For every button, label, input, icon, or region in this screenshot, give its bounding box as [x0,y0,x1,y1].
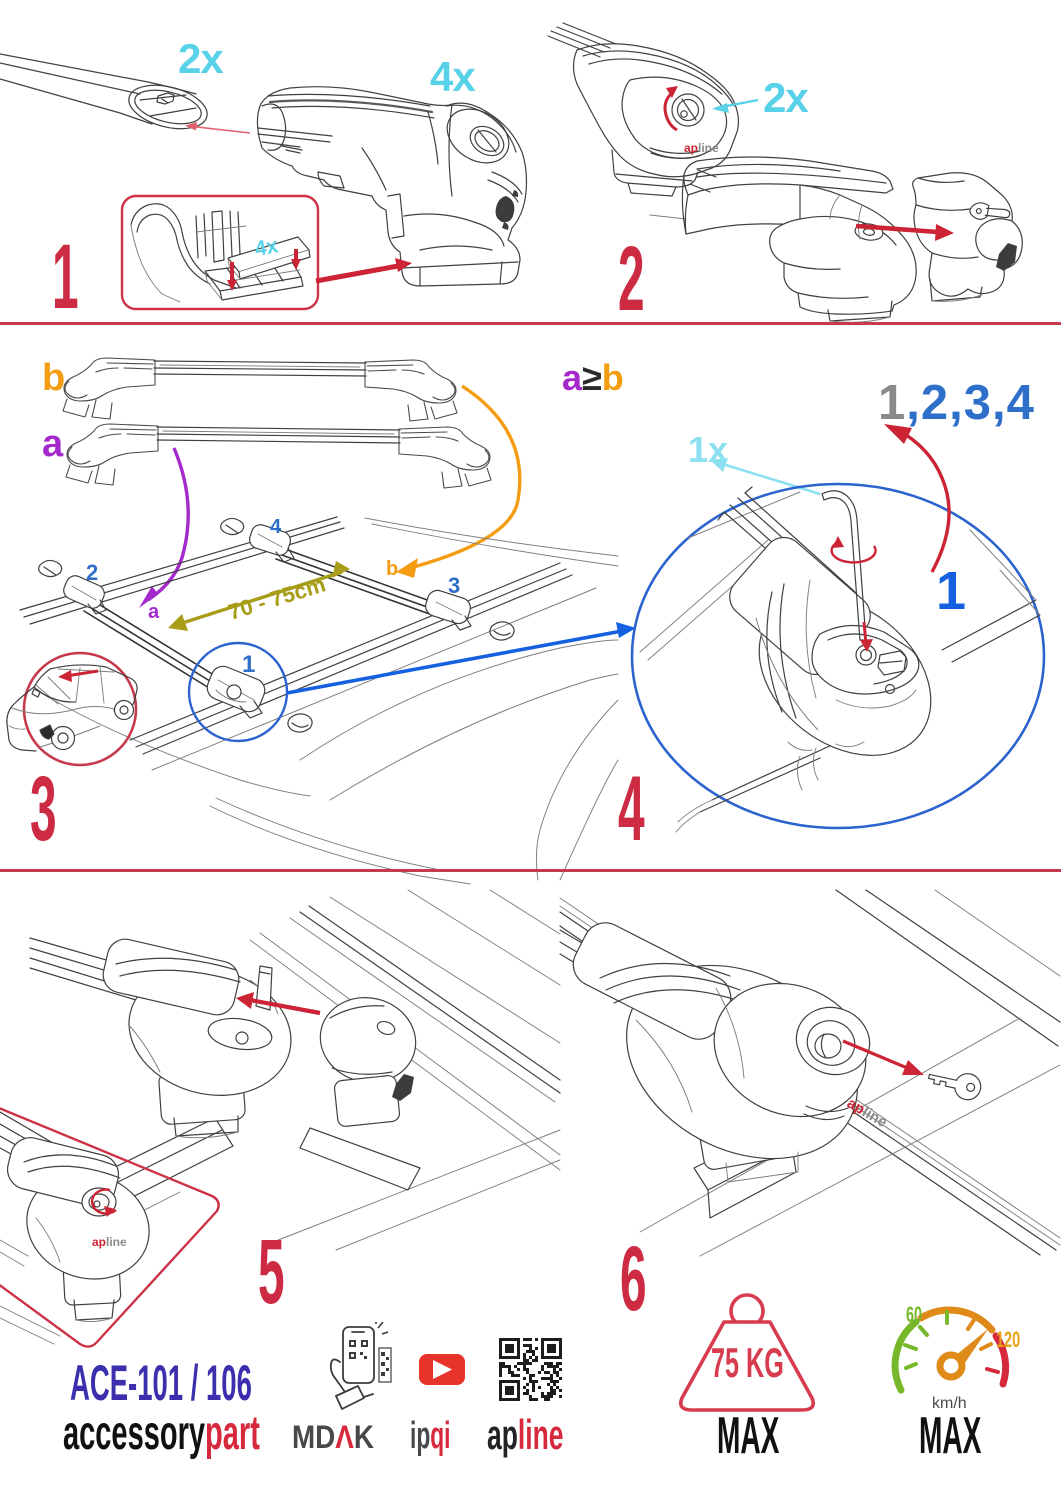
svg-text:apline: apline [92,1235,127,1249]
svg-text:2: 2 [86,560,98,585]
svg-text:a≥b: a≥b [562,357,624,398]
svg-text:3: 3 [448,573,460,598]
svg-text:60: 60 [906,1302,922,1327]
svg-text:km/h: km/h [932,1395,967,1412]
svg-text:120: 120 [996,1327,1020,1352]
svg-text:75 KG: 75 KG [711,1341,784,1387]
svg-text:apline: apline [487,1412,563,1459]
svg-text:MAX: MAX [919,1406,981,1464]
svg-text:2x: 2x [763,74,809,121]
svg-text:ACE-101 / 106: ACE-101 / 106 [70,1354,252,1411]
svg-text:4: 4 [270,516,282,538]
svg-text:b: b [42,357,65,399]
svg-text:accessorypart: accessorypart [63,1407,260,1460]
svg-text:3: 3 [30,757,57,860]
svg-text:4x: 4x [430,53,476,100]
svg-text:a: a [148,601,160,623]
svg-text:6: 6 [620,1227,647,1330]
svg-text:apline: apline [684,141,719,155]
svg-text:5: 5 [258,1220,285,1323]
svg-text:4: 4 [618,757,645,860]
svg-text:1: 1 [52,225,79,328]
svg-text:b: b [386,558,398,580]
svg-text:1: 1 [936,561,966,621]
svg-text:2: 2 [618,227,645,330]
svg-text:1,2,3,4: 1,2,3,4 [878,376,1035,430]
svg-text:4x: 4x [253,234,280,261]
svg-text:ipqi: ipqi [410,1414,451,1456]
svg-text:MAX: MAX [717,1406,779,1464]
svg-text:MDΛK: MDΛK [292,1420,374,1455]
svg-text:a: a [42,423,64,465]
svg-text:1: 1 [242,651,255,678]
svg-text:2x: 2x [178,35,224,82]
